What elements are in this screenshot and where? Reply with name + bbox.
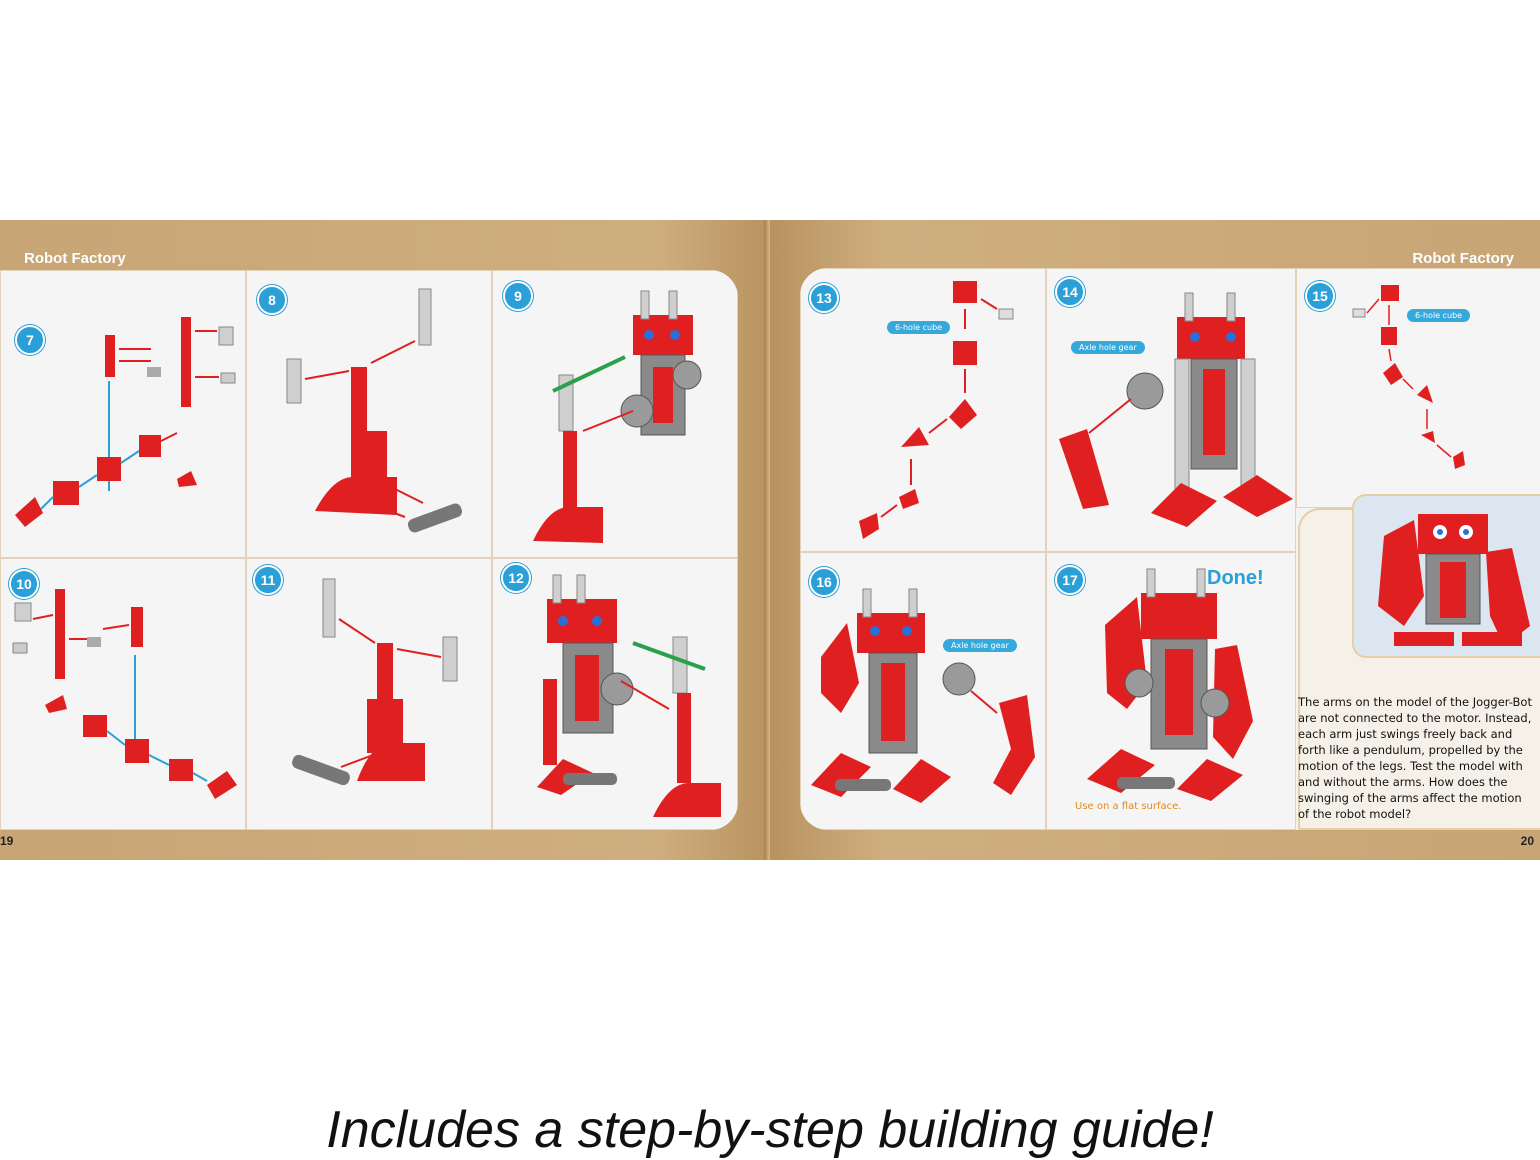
- gear-callout-14: Axle hole gear: [1071, 341, 1145, 354]
- right-page-header: Robot Factory: [1412, 250, 1514, 267]
- step-16-illustration: [811, 588, 1035, 803]
- step-8-badge: 8: [257, 285, 287, 315]
- step-9-cell: 9: [492, 270, 738, 558]
- step-11-cell: 11: [246, 558, 492, 830]
- right-page: Robot Factory 13 6-hole cube: [770, 220, 1540, 860]
- step-9-illustration: [533, 290, 702, 543]
- step-13-badge: 13: [809, 283, 839, 313]
- step-12-badge: 12: [501, 563, 531, 593]
- instruction-booklet: Robot Factory 7: [0, 220, 1540, 860]
- jogger-bot-photo: [1352, 494, 1540, 658]
- step-12-illustration: [537, 574, 721, 817]
- step-17-cell: 17 Done! Use on a flat surface.: [1046, 552, 1296, 830]
- step-9-badge: 9: [503, 281, 533, 311]
- step-11-badge: 11: [253, 565, 283, 595]
- step-17-badge: 17: [1055, 565, 1085, 595]
- step-11-illustration: [292, 578, 458, 786]
- gear-callout-16: Axle hole gear: [943, 639, 1017, 652]
- step-10-badge: 10: [9, 569, 39, 599]
- step-17-illustration: [1087, 568, 1253, 801]
- step-10-cell: 10: [0, 558, 246, 830]
- left-page-header: Robot Factory: [24, 250, 126, 267]
- step-7-illustration: [15, 317, 236, 527]
- jogger-bot-illustration: [1378, 514, 1530, 646]
- product-caption: Includes a step-by-step building guide!: [326, 1101, 1214, 1159]
- step-8-illustration: [286, 288, 463, 533]
- left-page: Robot Factory 7: [0, 220, 770, 860]
- step-16-cell: 16 Axle hole gear: [800, 552, 1046, 830]
- left-steps-panel: 7: [0, 270, 738, 830]
- right-page-number: 20: [1520, 834, 1534, 848]
- done-label: Done!: [1207, 567, 1264, 589]
- step-10-illustration: [12, 589, 237, 799]
- flat-surface-note: Use on a flat surface.: [1075, 801, 1182, 812]
- right-steps-panel: 13 6-hole cube: [800, 268, 1540, 830]
- step-13-cell: 13 6-hole cube: [800, 268, 1046, 552]
- step-14-illustration: [1059, 292, 1293, 527]
- step-15-cell: 15 6-hole cube: [1296, 268, 1540, 508]
- cube-callout-15: 6-hole cube: [1407, 309, 1471, 322]
- step-14-badge: 14: [1055, 277, 1085, 307]
- left-page-number: 19: [0, 834, 14, 848]
- step-8-cell: 8: [246, 270, 492, 558]
- step-15-illustration: [1352, 285, 1465, 469]
- cube-callout-13: 6-hole cube: [887, 321, 951, 334]
- step-7-badge: 7: [15, 325, 45, 355]
- step-7-cell: 7: [0, 270, 246, 558]
- step-12-cell: 12: [492, 558, 738, 830]
- step-13-illustration: [859, 281, 1014, 539]
- step-14-cell: 14 Axle hole gear: [1046, 268, 1296, 552]
- step-15-badge: 15: [1305, 281, 1335, 311]
- step-16-badge: 16: [809, 567, 839, 597]
- info-paragraph: The arms on the model of the Jogger-Bot …: [1298, 695, 1532, 821]
